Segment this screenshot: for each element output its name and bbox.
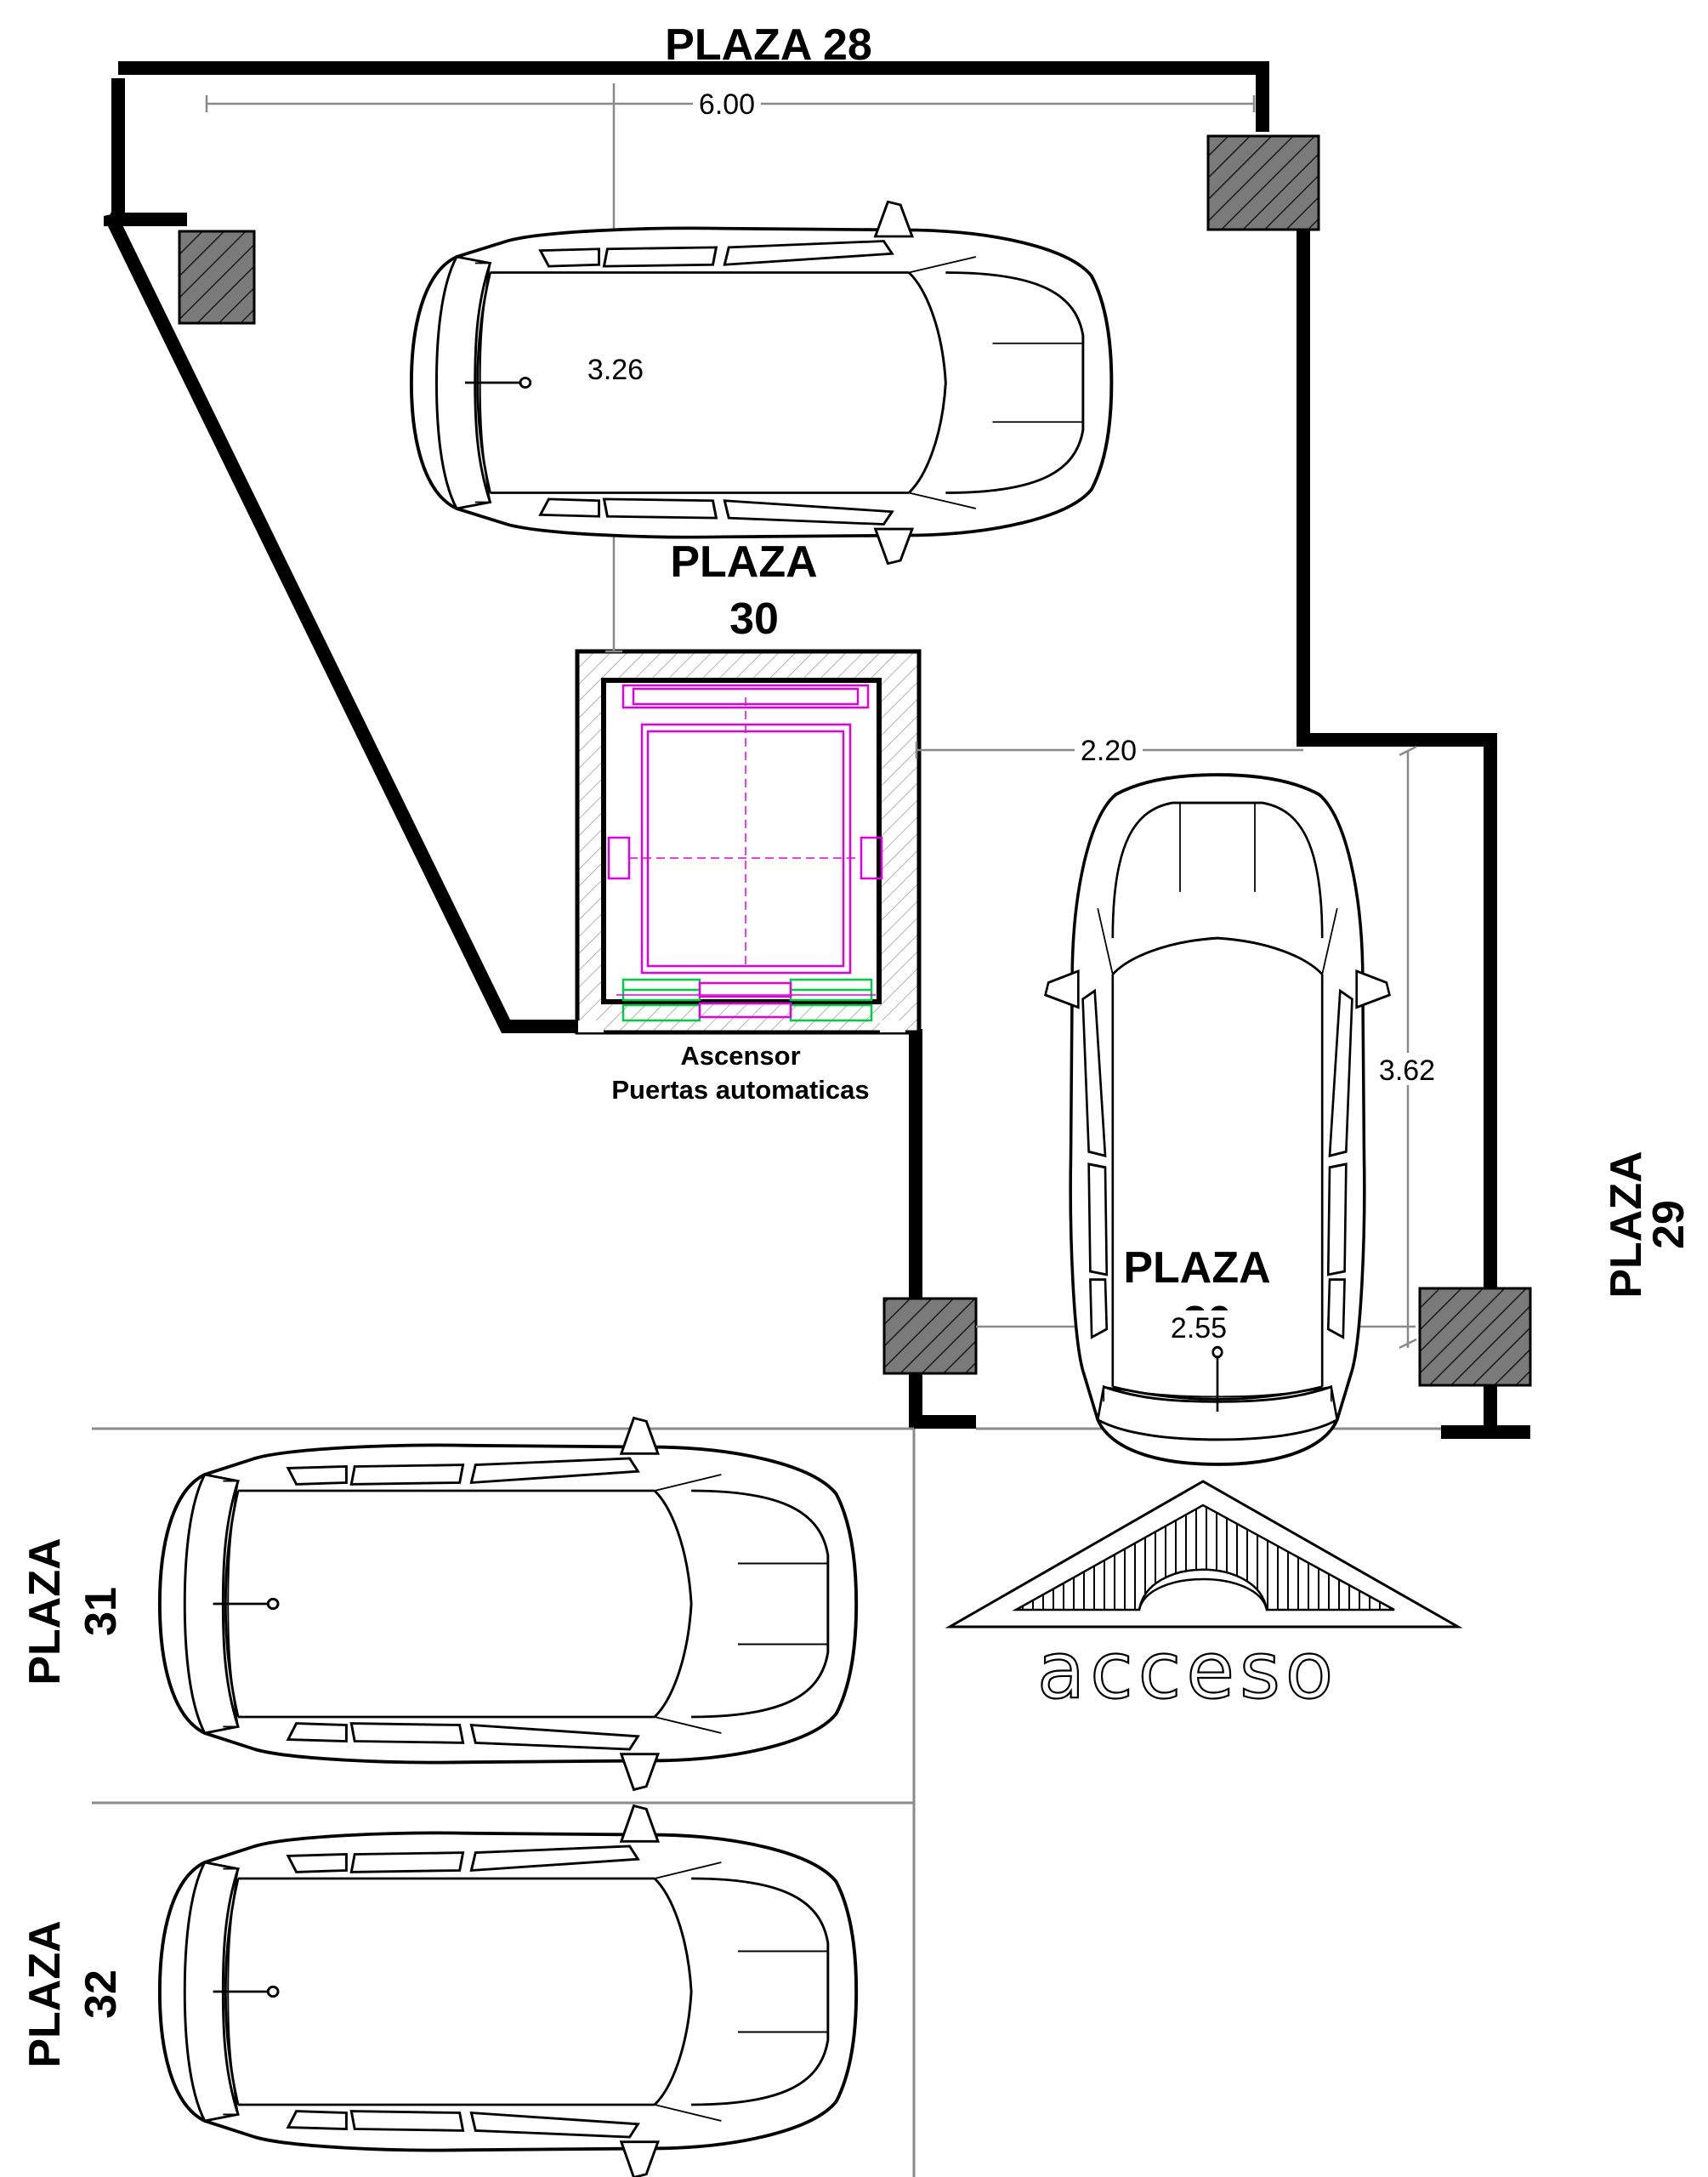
elevator-label-line2: Puertas automaticas bbox=[611, 1075, 869, 1105]
column-mid-left bbox=[882, 1297, 978, 1375]
car-plaza-30-top bbox=[409, 200, 1114, 566]
plaza-29-label-line1: PLAZA bbox=[1602, 1151, 1651, 1298]
dimension-gap-width: 2.20 bbox=[1081, 735, 1137, 767]
dimension-depth-left: 3.26 bbox=[587, 354, 644, 386]
plaza-32-label-line2: 32 bbox=[77, 1970, 126, 2019]
access-label: acceso bbox=[1037, 1625, 1338, 1716]
plaza-30-top-label-line1: PLAZA bbox=[670, 537, 817, 587]
car-plaza-32 bbox=[157, 1804, 859, 2177]
plaza-31-label-line1: PLAZA bbox=[20, 1538, 70, 1685]
car-plaza-30 bbox=[1043, 773, 1392, 1466]
plaza-28-label: PLAZA 28 bbox=[665, 20, 872, 70]
plaza-32-label: PLAZA 32 bbox=[20, 1920, 126, 2067]
elevator-label-line1: Ascensor bbox=[680, 1041, 800, 1071]
column-top-left bbox=[178, 230, 256, 325]
dimension-bottom-width: 2.55 bbox=[1171, 1312, 1227, 1344]
access-arrow-icon bbox=[945, 1480, 1463, 1628]
dimension-top-width: 6.00 bbox=[699, 88, 755, 121]
plaza-29-label-line2: 29 bbox=[1644, 1200, 1694, 1249]
plaza-30-car-label-line1: PLAZA bbox=[1123, 1243, 1270, 1293]
structural-columns bbox=[178, 134, 1532, 1387]
plaza-30-top-label-line2: 30 bbox=[729, 594, 779, 644]
elevator bbox=[575, 649, 922, 1035]
plaza-31-label: PLAZA 31 bbox=[20, 1538, 126, 1685]
plaza-29-label: PLAZA 29 bbox=[1602, 1151, 1694, 1298]
plaza-32-label-line1: PLAZA bbox=[20, 1920, 70, 2067]
dimension-depth-right: 3.62 bbox=[1379, 1054, 1435, 1087]
plaza-31-label-line2: 31 bbox=[77, 1587, 126, 1636]
column-mid-right bbox=[1418, 1287, 1532, 1387]
column-top-right bbox=[1206, 134, 1320, 231]
car-plaza-31 bbox=[157, 1416, 859, 1792]
